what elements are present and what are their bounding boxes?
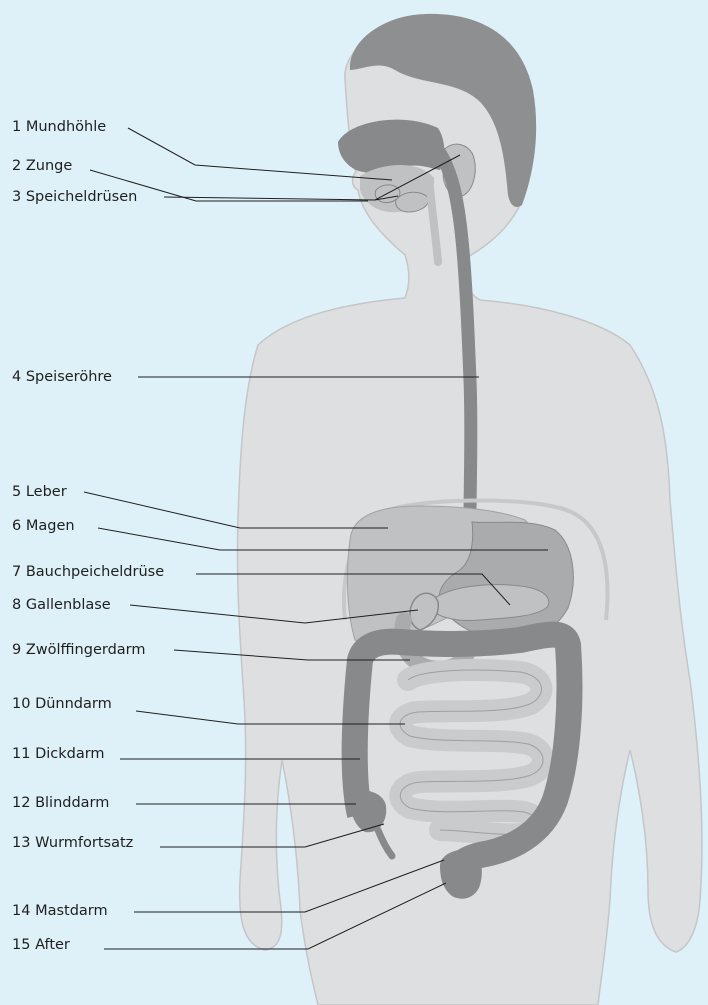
label-zwoelffingerdarm: 9 Zwölffingerdarm (12, 641, 146, 659)
label-speiseroehre: 4 Speiseröhre (12, 368, 112, 386)
label-leber: 5 Leber (12, 483, 67, 501)
label-mundhoehle: 1 Mundhöhle (12, 118, 106, 136)
label-mastdarm: 14 Mastdarm (12, 902, 108, 920)
label-speicheldruesen: 3 Speicheldrüsen (12, 188, 137, 206)
label-gallenblase: 8 Gallenblase (12, 596, 111, 614)
label-dickdarm: 11 Dickdarm (12, 745, 105, 763)
label-zunge: 2 Zunge (12, 157, 72, 175)
label-after: 15 After (12, 936, 70, 954)
label-blinddarm: 12 Blinddarm (12, 794, 109, 812)
label-duenndarm: 10 Dünndarm (12, 695, 112, 713)
label-wurmfortsatz: 13 Wurmfortsatz (12, 834, 133, 852)
label-bauchpeicheldruese: 7 Bauchpeicheldrüse (12, 563, 164, 581)
label-magen: 6 Magen (12, 517, 75, 535)
